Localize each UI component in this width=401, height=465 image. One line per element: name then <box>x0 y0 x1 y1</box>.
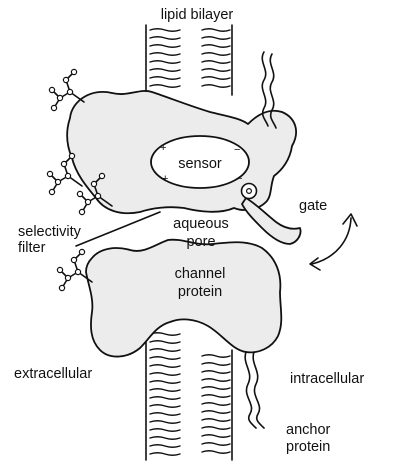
label-lipid-bilayer: lipid bilayer <box>161 7 234 23</box>
lipid-tail <box>149 332 181 336</box>
carbohydrate-bead <box>60 160 68 168</box>
label-extracellular: extracellular <box>14 366 92 382</box>
lipid-tail <box>149 396 181 400</box>
lipid-tail <box>149 348 181 352</box>
lipid-tail <box>201 394 231 398</box>
carbohydrate-bead <box>70 68 78 76</box>
lipid-tail <box>201 354 231 358</box>
carbohydrate-bead <box>48 188 56 196</box>
lipid-tail <box>149 444 181 448</box>
sensor-charge: − <box>236 173 242 185</box>
label-anchor-protein-line2: protein <box>286 439 330 455</box>
lipid-tail <box>149 44 181 48</box>
lipid-tail <box>149 428 181 432</box>
lipid-tail <box>149 380 181 384</box>
lipid-tail <box>201 418 231 422</box>
carbohydrate-bead <box>48 86 56 94</box>
lipid-tail <box>201 60 231 64</box>
carbohydrate-chains <box>46 68 113 292</box>
carbohydrate-bead <box>76 190 84 198</box>
lipid-tail <box>149 404 181 408</box>
sensor-charge: + <box>160 142 166 154</box>
carbohydrate-bead <box>56 94 64 102</box>
carbohydrate-bead <box>98 172 106 180</box>
lipid-tail <box>201 426 231 430</box>
label-anchor-protein-line1: anchor <box>286 422 331 438</box>
label-sensor: sensor <box>178 156 222 172</box>
carbohydrate-bead <box>70 256 78 264</box>
carbohydrate-bead <box>56 266 64 274</box>
lipid-tail <box>149 68 181 72</box>
carbohydrate-bead <box>66 88 74 96</box>
lipid-tail <box>149 52 181 56</box>
carbohydrate-bead <box>46 170 54 178</box>
lipid-tail <box>149 60 181 64</box>
lipid-tail <box>201 410 231 414</box>
carbohydrate-bead <box>78 208 86 216</box>
label-channel-protein-line1: channel <box>175 266 226 282</box>
lipid-tail <box>149 364 181 368</box>
sensor: + + − − <box>150 135 250 189</box>
lipid-tail <box>149 28 181 32</box>
lipid-bilayer-lower <box>145 329 233 461</box>
label-aqueous-pore-line2: pore <box>186 234 215 250</box>
lipid-tail <box>201 378 231 382</box>
lipid-tail <box>201 52 231 56</box>
label-selectivity-filter-line1: selectivity <box>18 224 82 240</box>
lipid-tail <box>201 44 231 48</box>
lipid-tail <box>201 386 231 390</box>
label-aqueous-pore-line1: aqueous <box>173 216 229 232</box>
label-gate: gate <box>299 198 327 214</box>
carbohydrate-bead <box>62 76 70 84</box>
gate <box>240 182 302 245</box>
lipid-tail <box>201 76 231 80</box>
carbohydrate-bead <box>64 274 72 282</box>
anchor-protein-tethers <box>244 51 277 429</box>
lipid-tail <box>201 434 231 438</box>
sensor-charge: + <box>162 173 168 185</box>
lipid-tail <box>149 372 181 376</box>
carbohydrate-bead <box>54 178 62 186</box>
label-selectivity-filter-line2: filter <box>18 240 46 256</box>
carbohydrate-bead <box>68 152 76 160</box>
lipid-tail <box>201 84 231 88</box>
gate-motion-arrow <box>309 213 358 271</box>
lipid-tail <box>149 436 181 440</box>
lipid-bilayer-upper <box>145 24 233 116</box>
label-intracellular: intracellular <box>290 371 364 387</box>
lipid-tail <box>201 36 231 40</box>
lipid-tail <box>149 356 181 360</box>
carbohydrate-bead <box>58 284 66 292</box>
carbohydrate-bead <box>64 172 72 180</box>
lipid-tail <box>149 420 181 424</box>
carbohydrate-bead <box>78 248 86 256</box>
lipid-tail <box>149 84 181 88</box>
lipid-tail <box>201 442 231 446</box>
lipid-tail <box>201 370 231 374</box>
carbohydrate-bead <box>94 192 102 200</box>
lipid-tail <box>149 340 181 344</box>
label-channel-protein-line2: protein <box>178 284 222 300</box>
lipid-tail <box>201 68 231 72</box>
lipid-tail <box>201 402 231 406</box>
lipid-tail <box>201 28 231 32</box>
sensor-charge: − <box>234 144 240 156</box>
lipid-tail <box>149 76 181 80</box>
carbohydrate-bead <box>84 198 92 206</box>
carbohydrate-bead <box>90 180 98 188</box>
lipid-tail <box>201 450 231 454</box>
lipid-tail <box>149 452 181 456</box>
carbohydrate-bead <box>50 104 58 112</box>
lipid-tail <box>149 36 181 40</box>
lipid-tail <box>201 362 231 366</box>
lipid-tail <box>149 412 181 416</box>
lipid-tail <box>149 388 181 392</box>
carbohydrate-bead <box>74 268 82 276</box>
selectivity-filter-pointer <box>75 211 161 247</box>
